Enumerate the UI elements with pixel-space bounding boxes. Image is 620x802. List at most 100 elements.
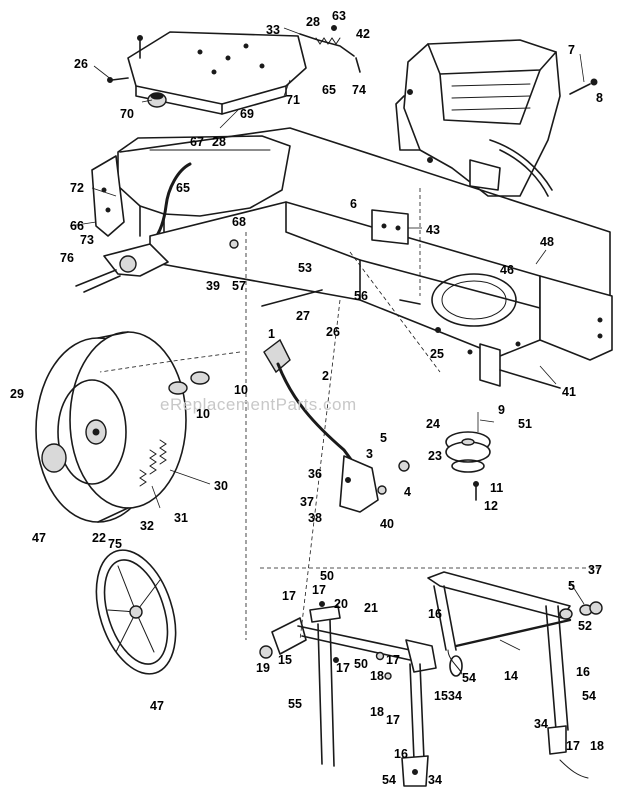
callout-4: 4: [404, 485, 411, 499]
callout-74: 74: [352, 83, 366, 97]
callout-17-d: 17: [386, 653, 400, 667]
callout-51: 51: [518, 417, 532, 431]
callout-19: 19: [256, 661, 270, 675]
callout-6: 6: [350, 197, 357, 211]
callout-15-a: 15: [278, 653, 292, 667]
callout-48: 48: [540, 235, 554, 249]
bracket-43: [371, 209, 409, 245]
callout-12: 12: [484, 499, 498, 513]
callout-76: 76: [60, 251, 74, 265]
callout-2: 2: [322, 369, 329, 383]
callout-labels: 26 33 28 63 42 7 8 65 74 71 70 69 67 28 …: [10, 9, 604, 787]
callout-15-b: 15: [434, 689, 448, 703]
callout-54-c: 54: [382, 773, 396, 787]
callout-47-bottom: 47: [150, 699, 164, 713]
callout-18-c: 18: [590, 739, 604, 753]
callout-30: 30: [214, 479, 228, 493]
callout-16-a: 16: [428, 607, 442, 621]
left-side-plate: [91, 155, 125, 237]
callout-54-b: 54: [582, 689, 596, 703]
callout-43: 43: [426, 223, 440, 237]
callout-71: 71: [286, 93, 300, 107]
callout-26-top: 26: [74, 57, 88, 71]
spacers-10: [99, 351, 241, 395]
callout-17-c: 17: [336, 661, 350, 675]
callout-67: 67: [190, 135, 204, 149]
callout-7: 7: [568, 43, 575, 57]
callout-24: 24: [426, 417, 440, 431]
callout-1: 1: [268, 327, 275, 341]
callout-53: 53: [298, 261, 312, 275]
callout-34-a: 34: [448, 689, 462, 703]
callout-57: 57: [232, 279, 246, 293]
callout-42: 42: [356, 27, 370, 41]
callout-50-top: 50: [320, 569, 334, 583]
rear-wheel: [35, 331, 187, 523]
callout-68: 68: [232, 215, 246, 229]
callout-16-c: 16: [394, 747, 408, 761]
callout-33: 33: [266, 23, 280, 37]
rod-27: [261, 289, 323, 307]
pulley-24: [445, 412, 491, 501]
callout-10-a: 10: [234, 383, 248, 397]
washer-57: [229, 239, 239, 249]
callout-26-mid: 26: [326, 325, 340, 339]
callout-41: 41: [562, 385, 576, 399]
callout-29: 29: [10, 387, 24, 401]
engine: [395, 39, 561, 197]
main-frame: [119, 127, 613, 389]
callout-9: 9: [498, 403, 505, 417]
callout-72: 72: [70, 181, 84, 195]
callout-17-a: 17: [312, 583, 326, 597]
callout-22: 22: [92, 531, 106, 545]
callout-75: 75: [108, 537, 122, 551]
callout-34-b: 34: [534, 717, 548, 731]
brake-pedal: [263, 338, 410, 513]
callout-23: 23: [428, 449, 442, 463]
seat-plate: [127, 31, 307, 115]
callout-63: 63: [332, 9, 346, 23]
callout-17-b: 17: [282, 589, 296, 603]
leader-lines: [69, 27, 585, 651]
linkage-right: [427, 571, 603, 779]
callout-14: 14: [504, 669, 518, 683]
callout-28-top: 28: [306, 15, 320, 29]
callout-20: 20: [334, 597, 348, 611]
callout-18-a: 18: [370, 669, 384, 683]
spring-assembly: [299, 25, 361, 73]
callout-73: 73: [80, 233, 94, 247]
callout-11: 11: [490, 481, 503, 495]
callout-34-c: 34: [428, 773, 442, 787]
seat-bolts: [107, 35, 143, 83]
callout-37-left: 37: [300, 495, 314, 509]
axle-assembly: [75, 243, 169, 293]
callout-47-left: 47: [32, 531, 46, 545]
callout-5-right: 5: [568, 579, 575, 593]
callout-28-mid: 28: [212, 135, 226, 149]
callout-69: 69: [240, 107, 254, 121]
callout-39: 39: [206, 279, 220, 293]
callout-3: 3: [366, 447, 373, 461]
bolt-7: [569, 78, 598, 95]
watermark: eReplacementParts.com: [160, 395, 357, 414]
callout-27: 27: [296, 309, 310, 323]
callout-37-right: 37: [588, 563, 602, 577]
callout-52: 52: [578, 619, 592, 633]
callout-5-top: 5: [380, 431, 387, 445]
linkage-left: [259, 601, 437, 767]
reference-lines: [245, 188, 600, 641]
callout-21: 21: [364, 601, 378, 615]
knob: [147, 92, 167, 108]
callout-17-e: 17: [386, 713, 400, 727]
cable-65: [152, 162, 192, 242]
callout-10-b: 10: [196, 407, 210, 421]
callout-17-f: 17: [566, 739, 580, 753]
linkage-rod-16: [401, 663, 429, 787]
callout-50-bottom: 50: [354, 657, 368, 671]
callout-32: 32: [140, 519, 154, 533]
callout-55: 55: [288, 697, 302, 711]
callout-25: 25: [430, 347, 444, 361]
callout-8: 8: [596, 91, 603, 105]
callout-18-b: 18: [370, 705, 384, 719]
